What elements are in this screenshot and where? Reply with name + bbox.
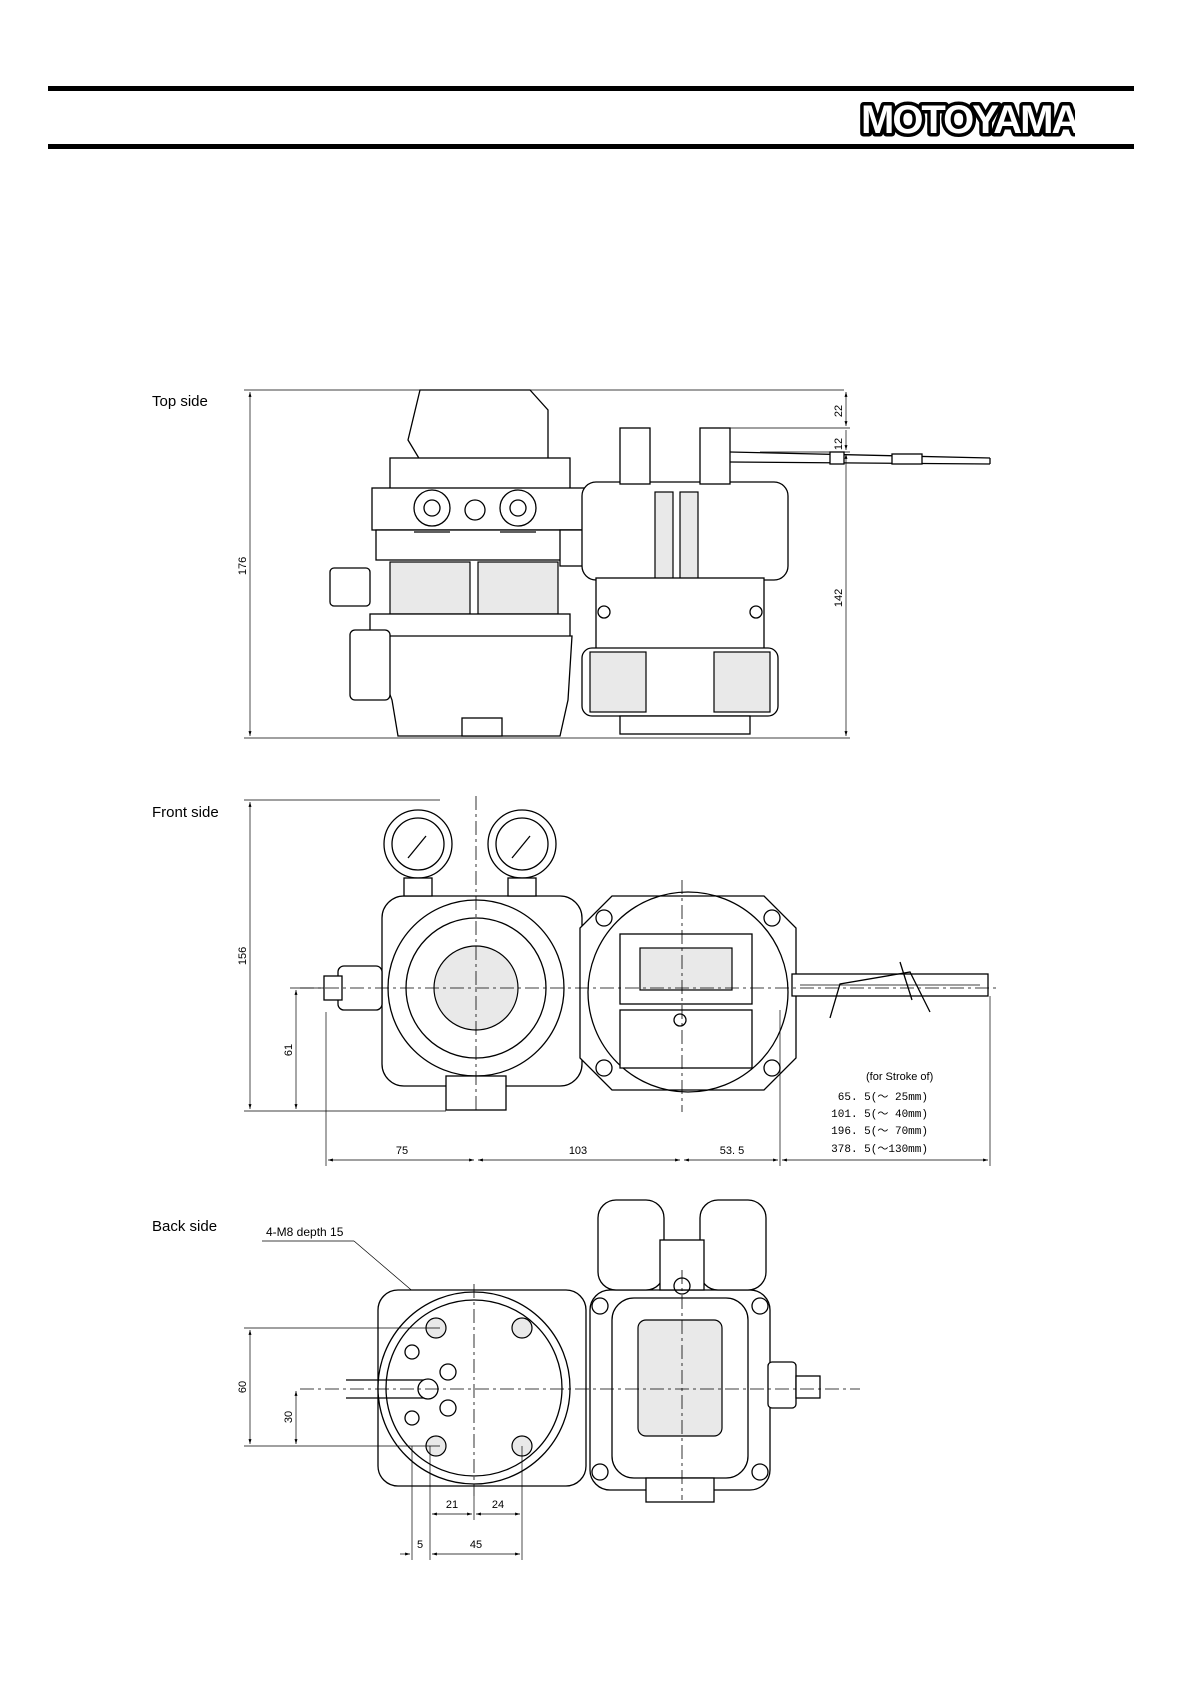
front-dim-103: 103: [569, 1145, 587, 1157]
top-view-drawing: 176 22 12 142: [237, 390, 990, 738]
front-dim-156: 156: [237, 947, 249, 965]
front-dim-61: 61: [283, 1044, 295, 1056]
top-dim-142: 142: [833, 589, 845, 607]
back-dim-45: 45: [470, 1539, 482, 1551]
stroke-note-row-4: 378. 5(～130mm): [831, 1144, 928, 1156]
back-dim-5: 5: [417, 1539, 423, 1551]
stroke-note-row-2: 101. 5(～ 40mm): [831, 1109, 928, 1121]
top-dim-176: 176: [237, 557, 249, 575]
back-callout-text: 4-M8 depth 15: [266, 1225, 344, 1239]
back-dim-21: 21: [446, 1499, 458, 1511]
back-dim-24: 24: [492, 1499, 504, 1511]
back-view-drawing: 4-M8 depth 15 60: [237, 1200, 860, 1560]
top-dim-22: 22: [833, 405, 845, 417]
front-dim-75: 75: [396, 1145, 408, 1157]
stroke-note-heading: (for Stroke of): [866, 1071, 933, 1083]
back-dim-60: 60: [237, 1381, 249, 1393]
top-dim-12: 12: [833, 438, 845, 450]
stroke-note-row-1: 65. 5(～ 25mm): [838, 1092, 928, 1104]
back-dim-30: 30: [283, 1411, 295, 1423]
front-dim-53-5: 53. 5: [720, 1145, 744, 1157]
stroke-note-row-3: 196. 5(～ 70mm): [831, 1126, 928, 1138]
front-view-drawing: 156 61: [237, 796, 1000, 1166]
